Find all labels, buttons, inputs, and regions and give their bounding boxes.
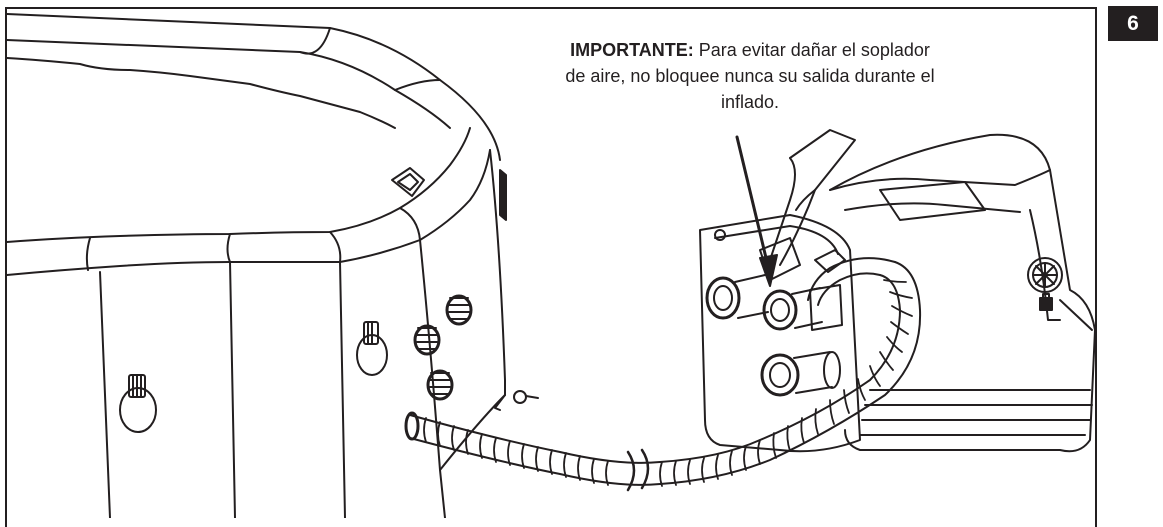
step-number-badge: 6 (1108, 6, 1158, 41)
tethered-cap (494, 390, 539, 411)
inflatable-spa-illustration (6, 13, 539, 518)
blower-lever (759, 129, 856, 281)
important-note: IMPORTANTE: Para evitar dañar el soplado… (490, 37, 1010, 115)
outlet-fitting-center (762, 287, 823, 331)
note-line-3: inflado. (720, 92, 780, 112)
note-lead: IMPORTANTE: (570, 40, 694, 60)
note-line-1-text: Para evitar dañar el soplador (693, 40, 930, 60)
callout-arrow (735, 135, 778, 287)
outlet-fitting-lower (760, 351, 841, 397)
air-blower-illustration (699, 129, 1096, 453)
outlet-fitting-left (705, 274, 769, 320)
page-frame (5, 7, 1097, 527)
rim-valve (391, 167, 425, 197)
wall-handle-left (119, 374, 157, 433)
air-hose-illustration (404, 257, 922, 492)
port-middle (413, 324, 441, 356)
side-symbol (1039, 293, 1053, 311)
threaded-ports (413, 294, 473, 401)
fan-dial (1027, 257, 1063, 293)
note-line-1: IMPORTANTE: Para evitar dañar el soplado… (490, 37, 1010, 63)
note-line-2: de aire, no bloquee nunca su salida dura… (565, 66, 935, 86)
wall-handle-middle (356, 321, 388, 376)
port-top (445, 294, 473, 326)
port-bottom (426, 369, 454, 401)
